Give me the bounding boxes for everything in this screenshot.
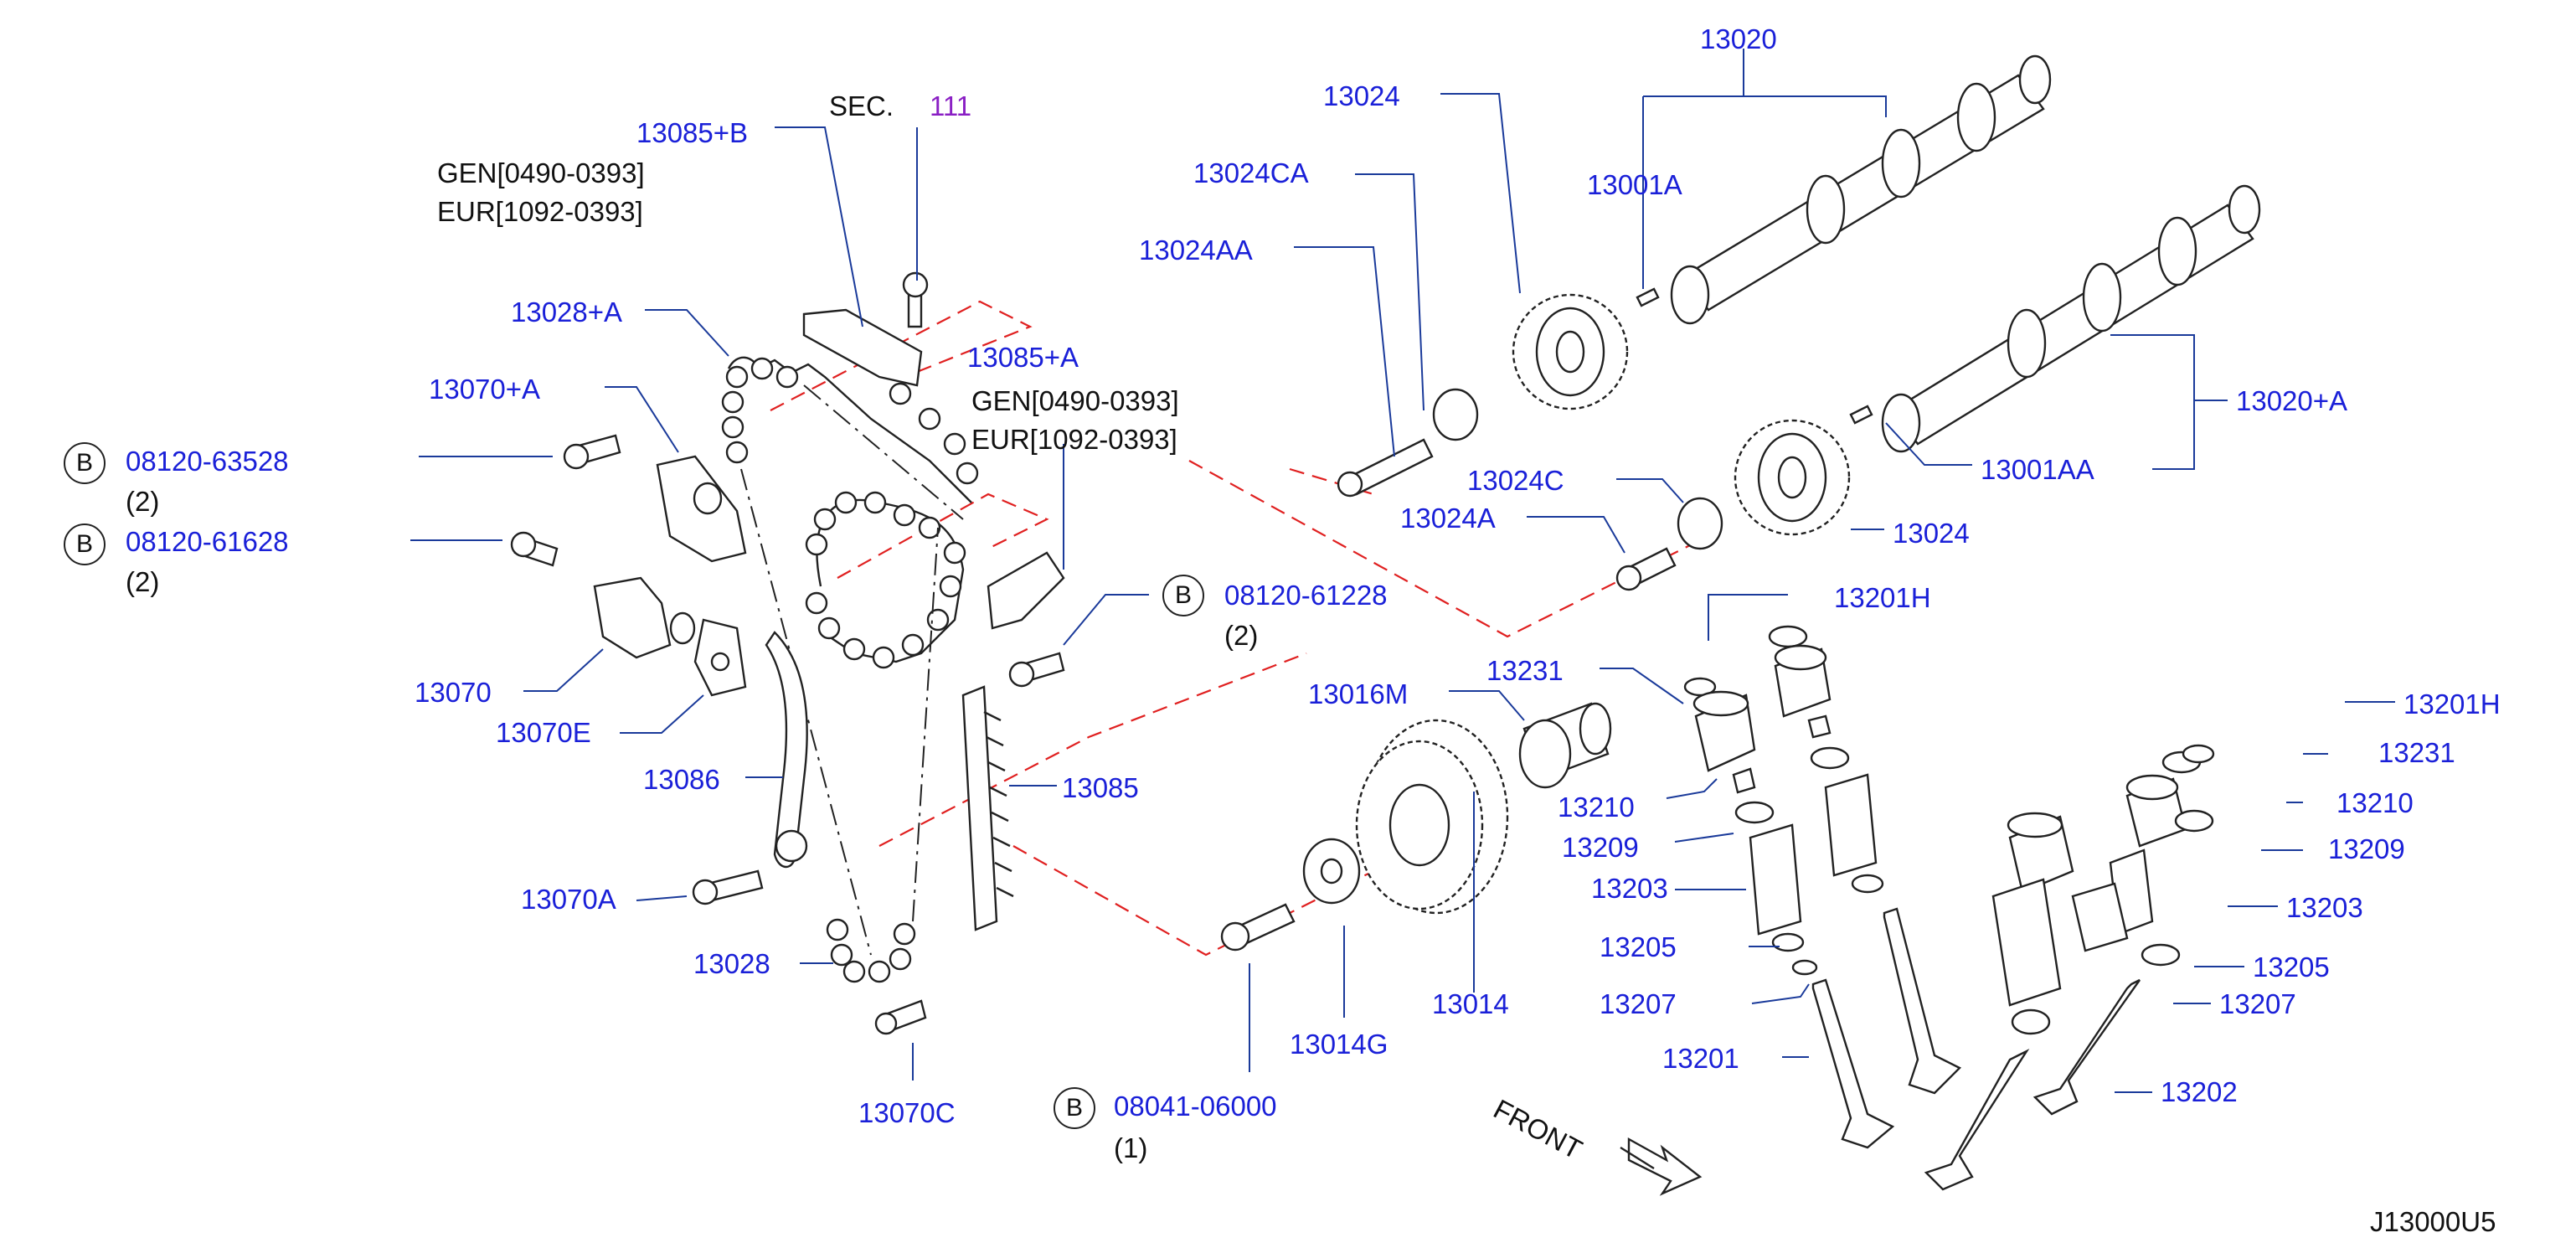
- leader-lines: [410, 49, 2395, 1093]
- valve-train-a: [1683, 677, 1895, 1149]
- part-13001a[interactable]: 13001A: [1587, 169, 1682, 200]
- valve-train-b: [1768, 625, 1962, 1095]
- part-13070c[interactable]: 13070C: [858, 1097, 956, 1128]
- part-13207-a[interactable]: 13207: [1600, 988, 1677, 1019]
- part-13024ca[interactable]: 13024CA: [1193, 157, 1309, 188]
- part-13231-b[interactable]: 13231: [2378, 737, 2455, 768]
- tensioner-arm-13085: [961, 685, 998, 931]
- part-13024a[interactable]: 13024A: [1400, 503, 1496, 534]
- note-gen-1: GEN[0490-0393]: [437, 157, 645, 188]
- part-13205-a[interactable]: 13205: [1600, 931, 1677, 962]
- bolt-code-3[interactable]: 08120-61228: [1224, 580, 1388, 611]
- part-13070a[interactable]: 13070A: [521, 884, 616, 915]
- bolt-marker-b-3: B: [1162, 575, 1204, 616]
- chain-guide-13086: [765, 631, 808, 869]
- part-13020a[interactable]: 13020+A: [2236, 385, 2348, 416]
- timing-chain-upper: [721, 356, 972, 956]
- part-13028a[interactable]: 13028+A: [511, 297, 623, 328]
- part-13014g[interactable]: 13014G: [1290, 1029, 1388, 1060]
- part-13209-a[interactable]: 13209: [1562, 832, 1639, 863]
- tensioner-13070: [593, 576, 747, 697]
- part-13201h-a[interactable]: 13201H: [1834, 582, 1931, 613]
- part-13207-b[interactable]: 13207: [2219, 988, 2296, 1019]
- part-13024aa[interactable]: 13024AA: [1139, 235, 1253, 266]
- part-13070a-plus[interactable]: 13070+A: [429, 374, 541, 405]
- valve-train-c: [2032, 750, 2214, 1116]
- part-13024-mid[interactable]: 13024: [1893, 518, 1970, 549]
- part-13210-a[interactable]: 13210: [1558, 792, 1635, 823]
- bolt-code-2[interactable]: 08120-61628: [126, 526, 289, 557]
- camshaft-sprocket-lower: [1734, 419, 1851, 536]
- part-13014[interactable]: 13014: [1432, 988, 1509, 1019]
- section-link-111[interactable]: 111: [930, 90, 972, 121]
- cam-hardware: [1337, 287, 1873, 591]
- tensioner-13070-plus-a: [656, 455, 747, 563]
- part-13024-top[interactable]: 13024: [1323, 80, 1400, 111]
- camshaft-lower: [1881, 184, 2261, 453]
- bolt-code-4[interactable]: 08041-06000: [1114, 1091, 1277, 1122]
- valve-train-d: [1924, 744, 2215, 1191]
- bolt-marker-b-4: B: [1054, 1087, 1095, 1129]
- bolt-marker-b-1: B: [64, 442, 106, 484]
- part-13205-b[interactable]: 13205: [2253, 952, 2330, 983]
- part-13202[interactable]: 13202: [2161, 1076, 2238, 1107]
- idler-sprocket-13014: [1220, 702, 1612, 952]
- part-13024c[interactable]: 13024C: [1467, 465, 1564, 496]
- section-prefix: SEC.: [829, 90, 894, 121]
- camshaft-upper: [1670, 54, 2052, 325]
- part-13028[interactable]: 13028: [693, 948, 770, 979]
- part-13203-a[interactable]: 13203: [1591, 873, 1668, 904]
- bolt-qty-2: (2): [126, 566, 160, 597]
- note-eur-1: EUR[1092-0393]: [437, 196, 643, 227]
- chain-guide-13085-plus-a: [987, 551, 1065, 630]
- part-13016m[interactable]: 13016M: [1308, 678, 1409, 709]
- part-13086[interactable]: 13086: [643, 764, 720, 795]
- camshaft-sprocket-upper: [1512, 293, 1629, 410]
- timing-chain-middle: [805, 382, 979, 669]
- bolt-qty-4: (1): [1114, 1132, 1148, 1163]
- part-13020[interactable]: 13020: [1700, 23, 1777, 54]
- bolt-qty-1: (2): [126, 486, 160, 517]
- bolts-left: [510, 271, 1065, 1035]
- part-13201h-b[interactable]: 13201H: [2403, 689, 2501, 719]
- front-arrow: [1620, 1137, 1703, 1196]
- part-13201[interactable]: 13201: [1662, 1043, 1739, 1074]
- note-gen-2: GEN[0490-0393]: [971, 385, 1179, 416]
- timing-chain-lower: [826, 527, 939, 983]
- part-13085[interactable]: 13085: [1062, 772, 1139, 803]
- bolt-qty-3: (2): [1224, 620, 1259, 651]
- part-13070[interactable]: 13070: [415, 677, 492, 708]
- part-13001aa[interactable]: 13001AA: [1981, 454, 2094, 485]
- part-13209-b[interactable]: 13209: [2328, 833, 2405, 864]
- part-13231-a[interactable]: 13231: [1486, 655, 1564, 686]
- part-13070e[interactable]: 13070E: [496, 717, 591, 748]
- part-13085a[interactable]: 13085+A: [967, 342, 1079, 373]
- part-13203-b[interactable]: 13203: [2286, 892, 2363, 923]
- part-13085b[interactable]: 13085+B: [636, 117, 749, 148]
- bolt-code-1[interactable]: 08120-63528: [126, 446, 289, 477]
- part-13210-b[interactable]: 13210: [2336, 787, 2414, 818]
- bolt-marker-b-2: B: [64, 524, 106, 565]
- diagram-id: J13000U5: [2370, 1206, 2496, 1237]
- chain-guide-13085-plus-b: [802, 308, 923, 387]
- note-eur-2: EUR[1092-0393]: [971, 424, 1177, 455]
